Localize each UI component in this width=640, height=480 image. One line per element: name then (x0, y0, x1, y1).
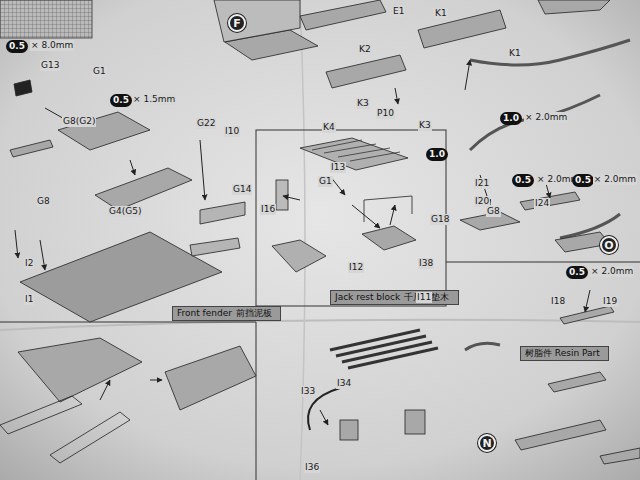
part-number: G4(G5) (108, 206, 142, 217)
part-number: I18 (550, 296, 566, 307)
part-number: I21 (474, 178, 490, 189)
step-letter: F (228, 14, 246, 32)
wire-diameter-badge: 1.0 (500, 112, 522, 125)
inset-caption: Jack rest block千斤顶垫木 (330, 290, 459, 305)
part-number: I12 (348, 262, 364, 273)
node-text: Front fender (177, 308, 232, 319)
part-number: G8 (486, 206, 501, 217)
part-number: I34 (336, 378, 352, 389)
part-number: G8(G2) (62, 116, 96, 127)
part-number: I11 (416, 292, 432, 303)
node-text: Jack rest block (335, 292, 400, 303)
part-number: G1 (318, 176, 333, 187)
section-caption: Front fender 前挡泥板 (172, 306, 281, 321)
step-letter: O (600, 236, 618, 254)
part-number: K1 (434, 8, 448, 19)
part-number: I24 (534, 198, 550, 209)
part-number: G14 (232, 184, 252, 195)
part-number: I19 (602, 296, 618, 307)
part-number: I13 (330, 162, 346, 173)
part-number: E1 (392, 6, 405, 17)
part-number: P10 (376, 108, 395, 119)
part-number: G18 (430, 214, 450, 225)
section-caption: 树脂件 Resin Part (520, 346, 609, 361)
part-number: K4 (322, 122, 336, 133)
wire-diameter-badge: 0.5 (110, 94, 132, 107)
step-letter: N (478, 434, 496, 452)
part-number: G13 (40, 60, 60, 71)
wire-diameter-badge: 0.5 (512, 174, 534, 187)
part-number: I33 (300, 386, 316, 397)
part-number: G1 (92, 66, 107, 77)
part-number: K2 (358, 44, 372, 55)
part-number: I38 (418, 258, 434, 269)
part-number: K3 (356, 98, 370, 109)
part-number: × 1.5mm (132, 94, 176, 105)
node-text: N (482, 437, 491, 450)
part-number: × 2.0mm (590, 266, 634, 277)
wire-diameter-badge: 0.5 (572, 174, 594, 187)
part-number: × 2.0mm (524, 112, 568, 123)
part-number: I2 (24, 258, 34, 269)
part-number: × 2.0mm (593, 174, 637, 185)
wire-diameter-badge: 0.5 (566, 266, 588, 279)
part-number: I16 (260, 204, 276, 215)
part-number: I10 (224, 126, 240, 137)
part-number: I36 (304, 462, 320, 473)
node-text: 树脂件 Resin Part (525, 348, 600, 359)
part-number: I1 (24, 294, 34, 305)
part-number: G8 (36, 196, 51, 207)
wire-diameter-badge: 0.5 (6, 40, 28, 53)
wire-diameter-badge: 1.0 (426, 148, 448, 161)
part-number: K3 (418, 120, 432, 131)
node-text: O (604, 239, 613, 252)
part-number: G22 (196, 118, 216, 129)
node-text: F (233, 17, 241, 30)
part-number: × 8.0mm (30, 40, 74, 51)
node-text: 前挡泥板 (236, 308, 272, 319)
part-number: K1 (508, 48, 522, 59)
